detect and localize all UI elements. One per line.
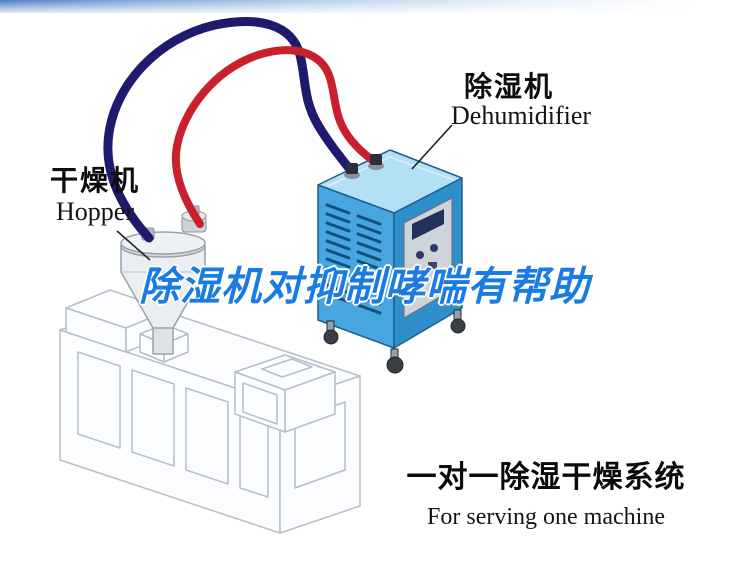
hopper-leader-line	[116, 230, 151, 261]
headline-text: 除湿机对抑制哮喘有帮助	[139, 265, 590, 309]
die-head-side	[284, 371, 336, 433]
dehumidifier-label-cn: 除湿机	[464, 71, 555, 102]
caster-wheel	[323, 329, 339, 345]
hopper-dryer	[120, 205, 207, 355]
caster-wheel	[386, 356, 404, 374]
hose-fitting	[370, 154, 382, 165]
die-head-front-inset	[242, 382, 278, 425]
caster-fork	[326, 320, 335, 332]
extruder-machine	[59, 289, 361, 534]
panel-button	[428, 262, 437, 269]
caster-wheels	[323, 309, 466, 374]
dehumidifier-leader-line	[411, 124, 453, 170]
caption: 一对一除湿干燥系统 For serving one machine	[398, 452, 694, 531]
panel-knob	[416, 251, 424, 259]
dehumidifier-label-en: Dehumidifier	[451, 101, 592, 130]
caption-line-cn: 一对一除湿干燥系统	[406, 461, 686, 494]
feed-throat-side	[163, 333, 189, 363]
panel-knob	[430, 244, 438, 252]
dehumidifier-cabinet	[317, 149, 466, 374]
hopper-label-en: Hopper	[56, 197, 134, 226]
leader-lines	[116, 124, 453, 261]
hopper-stem	[152, 325, 174, 355]
caster-fork	[453, 309, 462, 321]
hopper-lid	[120, 231, 206, 255]
hoses	[103, 17, 380, 243]
caster-wheel	[450, 318, 466, 334]
hose-fitting	[346, 163, 358, 174]
navy-hose	[103, 17, 357, 243]
caption-line-en: For serving one machine	[427, 504, 665, 530]
machine-door-panel	[131, 369, 175, 467]
hopper-label-cn: 干燥机	[50, 165, 141, 196]
machine-door-panel	[77, 351, 121, 449]
top-gradient-band	[0, 0, 729, 13]
hose-fittings	[344, 154, 384, 179]
panel-display	[412, 209, 444, 240]
red-hose	[171, 46, 380, 228]
die-head-top-inset	[261, 358, 313, 378]
machine-door-panel	[185, 387, 229, 485]
panel-button	[414, 268, 423, 275]
